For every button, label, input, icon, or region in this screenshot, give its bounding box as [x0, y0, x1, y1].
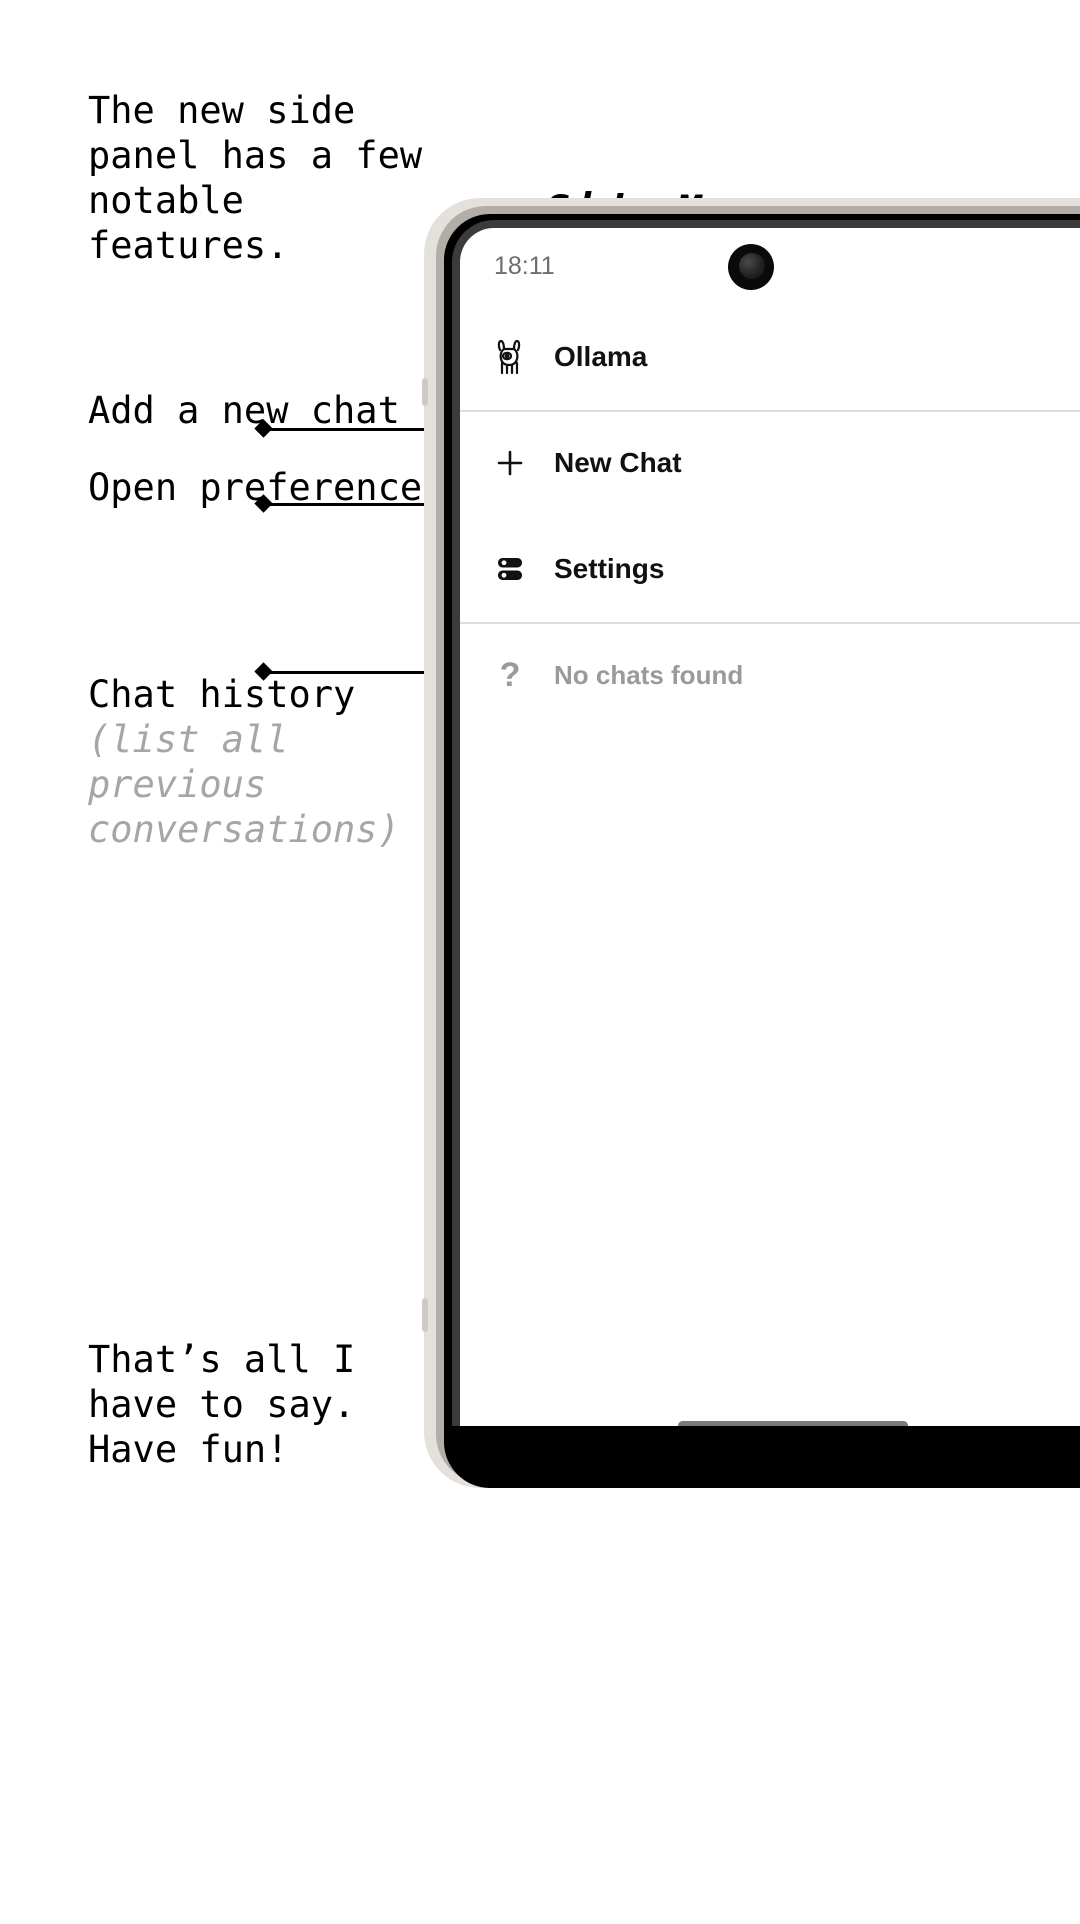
side-menu-actions: New Chat Settings [460, 410, 1080, 624]
settings-annotation: Open preferences [88, 466, 445, 509]
menu-item-new-chat[interactable]: New Chat [460, 410, 1080, 516]
phone-bottom-chin [444, 1426, 1080, 1488]
volume-button[interactable] [422, 378, 428, 406]
chat-history-annotation: Chat history [88, 673, 356, 716]
new-chat-annotation: Add a new chat [88, 389, 400, 432]
menu-item-settings[interactable]: Settings [460, 516, 1080, 622]
chat-history-note: (list all previous conversations) [88, 718, 400, 851]
sliders-icon [488, 553, 532, 585]
menu-item-label: Settings [554, 553, 665, 584]
camera-lens [739, 253, 765, 279]
status-bar: 18:11 [460, 228, 1080, 304]
phone-screen: 18:11 [460, 228, 1080, 1464]
menu-item-label: New Chat [554, 447, 682, 478]
phone-mockup: 18:11 [422, 198, 1080, 1488]
llama-icon [488, 338, 532, 376]
intro-annotation: The new side panel has a few notable fea… [88, 89, 423, 267]
outro-annotation: That’s all I have to say. Have fun! [88, 1338, 356, 1471]
leader-line [265, 428, 473, 431]
question-mark-icon: ? [499, 655, 521, 694]
brand-label: Ollama [554, 341, 648, 372]
front-camera-icon [728, 244, 774, 290]
status-time: 18:11 [494, 252, 555, 280]
plus-icon [488, 448, 532, 478]
chat-history-empty-state: ? No chats found [460, 622, 1080, 728]
home-gesture-bar[interactable] [678, 1421, 908, 1430]
app-header: Ollama [460, 304, 1080, 412]
leader-line [265, 503, 473, 506]
empty-state-label: No chats found [554, 659, 744, 690]
power-button[interactable] [422, 1298, 428, 1332]
